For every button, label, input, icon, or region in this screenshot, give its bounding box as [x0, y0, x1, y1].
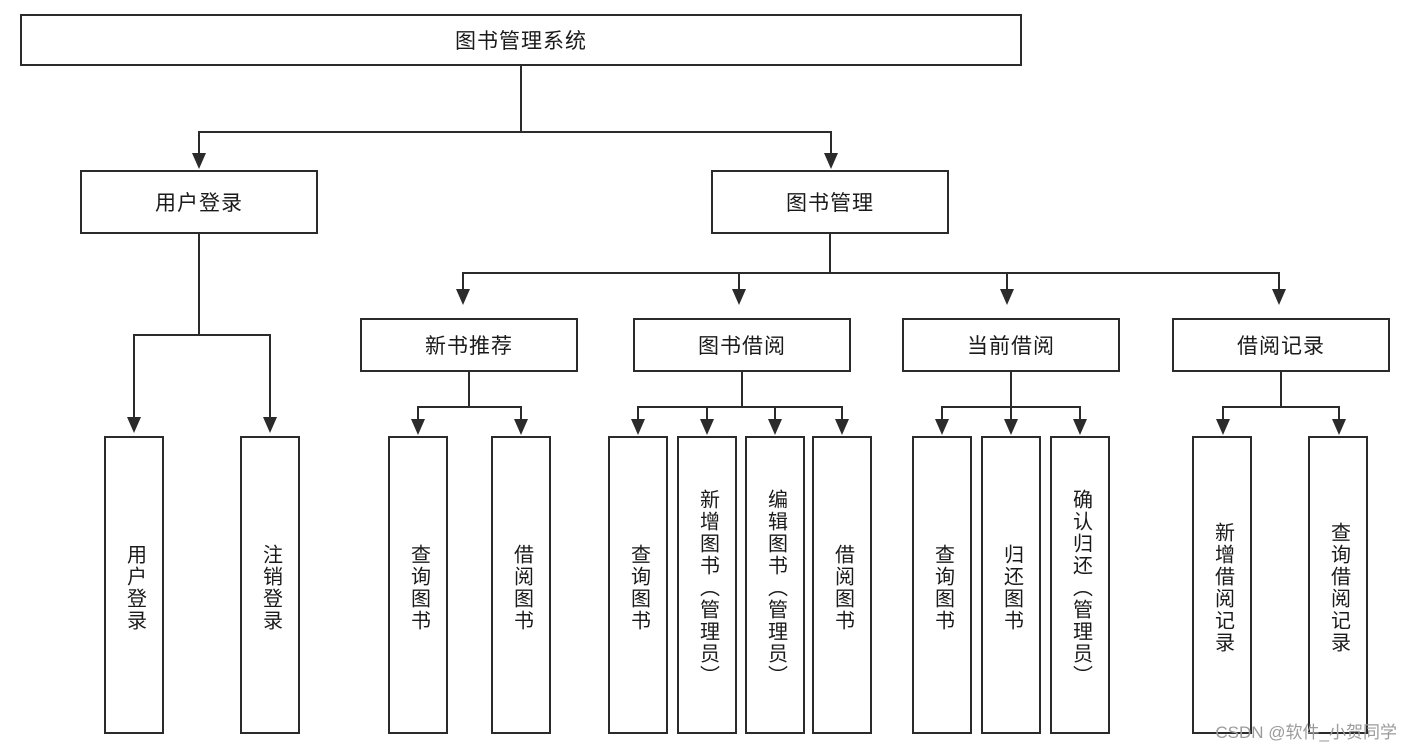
node-label: 查询图书 — [931, 544, 954, 632]
leaf-query-book-current[interactable]: 查询图书 — [912, 436, 972, 734]
node-label: 当前借阅 — [967, 335, 1055, 358]
connector-root-to-user-login — [198, 131, 200, 155]
node-label: 归还图书 — [1000, 544, 1023, 632]
leaf-query-book-borrow[interactable]: 查询图书 — [608, 436, 668, 734]
connector-book-manage-bar — [462, 272, 1280, 274]
node-label: 注销登录 — [259, 544, 282, 632]
arrow-book-borrow-c2 — [700, 419, 714, 435]
leaf-borrow-book-recommend[interactable]: 借阅图书 — [491, 436, 551, 734]
connector-current-borrow-stem — [1010, 372, 1012, 407]
node-root-book-management-system[interactable]: 图书管理系统 — [20, 14, 1022, 66]
arrow-user-login-left — [127, 417, 141, 433]
arrow-new-book-right — [514, 419, 528, 435]
connector-user-login-stem — [198, 234, 200, 335]
arrow-to-book-borrow — [732, 289, 746, 305]
connector-to-new-book-recommend — [462, 272, 464, 290]
leaf-query-borrow-record[interactable]: 查询借阅记录 — [1308, 436, 1368, 734]
csdn-watermark: CSDN @软件_小贺同学 — [1215, 723, 1397, 742]
connector-root-stem — [520, 66, 522, 132]
leaf-confirm-return-admin[interactable]: 确认归还（管理员） — [1050, 436, 1110, 734]
node-user-login[interactable]: 用户登录 — [80, 170, 318, 234]
node-new-book-recommend[interactable]: 新书推荐 — [360, 318, 578, 372]
node-label: 查询图书 — [407, 544, 430, 632]
leaf-logout[interactable]: 注销登录 — [240, 436, 300, 734]
node-book-management[interactable]: 图书管理 — [711, 170, 949, 234]
connector-user-login-bar — [133, 334, 271, 336]
arrow-current-borrow-c3 — [1073, 419, 1087, 435]
leaf-query-book-recommend[interactable]: 查询图书 — [388, 436, 448, 734]
arrow-book-borrow-c1 — [631, 419, 645, 435]
node-book-borrow[interactable]: 图书借阅 — [633, 318, 851, 372]
node-label: 用户登录 — [155, 192, 243, 215]
node-label: 新增借阅记录 — [1211, 522, 1234, 654]
node-label: 借阅图书 — [510, 544, 533, 632]
connector-root-bar — [198, 131, 832, 133]
connector-to-current-borrow — [1006, 272, 1008, 290]
node-label: 新书推荐 — [425, 335, 513, 358]
connector-user-login-right — [269, 334, 271, 418]
connector-book-borrow-stem — [741, 372, 743, 407]
connector-current-borrow-c3 — [1079, 406, 1081, 420]
node-label: 查询图书 — [627, 544, 650, 632]
node-label: 图书管理系统 — [455, 30, 587, 53]
connector-new-book-left — [417, 406, 419, 420]
leaf-user-login[interactable]: 用户登录 — [104, 436, 164, 734]
arrow-book-borrow-c4 — [835, 419, 849, 435]
node-borrow-record[interactable]: 借阅记录 — [1172, 318, 1390, 372]
connector-to-book-borrow — [738, 272, 740, 290]
arrow-to-new-book-recommend — [456, 289, 470, 305]
arrow-root-to-user-login — [192, 153, 206, 169]
connector-user-login-left — [133, 334, 135, 418]
arrow-borrow-record-right — [1332, 419, 1346, 435]
node-label: 图书管理 — [786, 192, 874, 215]
arrow-current-borrow-c1 — [935, 419, 949, 435]
arrow-to-current-borrow — [1000, 289, 1014, 305]
node-label: 借阅图书 — [831, 544, 854, 632]
connector-book-borrow-c4 — [841, 406, 843, 420]
arrow-user-login-right — [263, 417, 277, 433]
connector-borrow-record-bar — [1222, 406, 1340, 408]
connector-current-borrow-c1 — [941, 406, 943, 420]
arrow-book-borrow-c3 — [768, 419, 782, 435]
connector-current-borrow-c2 — [1010, 406, 1012, 420]
connector-book-borrow-c2 — [706, 406, 708, 420]
leaf-borrow-book-borrow[interactable]: 借阅图书 — [812, 436, 872, 734]
node-current-borrow[interactable]: 当前借阅 — [902, 318, 1120, 372]
connector-book-borrow-bar — [637, 406, 843, 408]
connector-borrow-record-right — [1338, 406, 1340, 420]
leaf-add-book-admin[interactable]: 新增图书（管理员） — [677, 436, 737, 734]
arrow-current-borrow-c2 — [1004, 419, 1018, 435]
node-label: 编辑图书（管理员） — [764, 489, 787, 687]
connector-root-to-book-manage — [830, 131, 832, 155]
node-label: 确认归还（管理员） — [1069, 489, 1092, 687]
node-label: 借阅记录 — [1237, 335, 1325, 358]
connector-new-book-stem — [468, 372, 470, 407]
node-label: 查询借阅记录 — [1327, 522, 1350, 654]
leaf-edit-book-admin[interactable]: 编辑图书（管理员） — [745, 436, 805, 734]
node-label: 新增图书（管理员） — [696, 489, 719, 687]
connector-book-borrow-c3 — [774, 406, 776, 420]
node-label: 图书借阅 — [698, 335, 786, 358]
arrow-root-to-book-manage — [824, 153, 838, 169]
node-label: 用户登录 — [123, 544, 146, 632]
connector-book-borrow-c1 — [637, 406, 639, 420]
connector-book-manage-stem — [829, 234, 831, 273]
connector-new-book-right — [520, 406, 522, 420]
connector-to-borrow-record — [1278, 272, 1280, 290]
leaf-add-borrow-record[interactable]: 新增借阅记录 — [1192, 436, 1252, 734]
connector-new-book-bar — [417, 406, 522, 408]
connector-borrow-record-stem — [1280, 372, 1282, 407]
connector-borrow-record-left — [1222, 406, 1224, 420]
arrow-new-book-left — [411, 419, 425, 435]
arrow-to-borrow-record — [1272, 289, 1286, 305]
leaf-return-book[interactable]: 归还图书 — [981, 436, 1041, 734]
arrow-borrow-record-left — [1216, 419, 1230, 435]
